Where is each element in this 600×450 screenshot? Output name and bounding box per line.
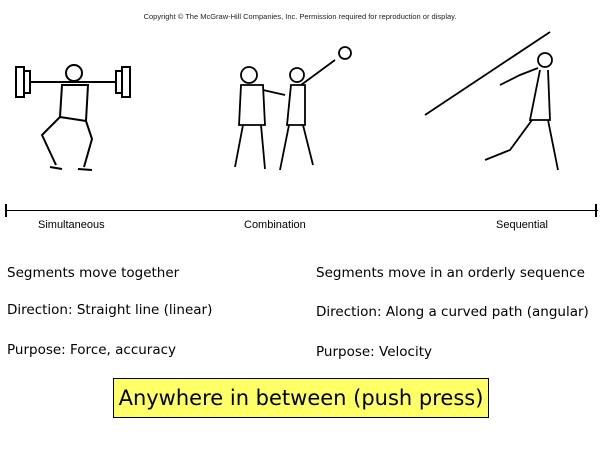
continuum-axis <box>6 210 598 211</box>
callout-box: Anywhere in between (push press) <box>113 378 489 418</box>
axis-tick-left <box>5 204 7 217</box>
copyright-notice: Copyright © The McGraw-Hill Companies, I… <box>143 12 457 21</box>
right-direction: Direction: Along a curved path (angular) <box>316 304 589 320</box>
label-simultaneous: Simultaneous <box>38 219 105 231</box>
left-segments: Segments move together <box>7 265 180 281</box>
right-purpose: Purpose: Velocity <box>316 344 432 360</box>
javelin-thrower-illustration <box>424 31 559 171</box>
label-sequential: Sequential <box>496 219 548 231</box>
weightlifter-illustration <box>15 64 131 171</box>
label-combination: Combination <box>244 219 306 231</box>
left-purpose: Purpose: Force, accuracy <box>7 342 177 358</box>
left-direction: Direction: Straight line (linear) <box>7 302 213 318</box>
shot-put-illustration <box>234 46 352 171</box>
axis-tick-right <box>595 204 597 217</box>
right-segments: Segments move in an orderly sequence <box>316 265 585 281</box>
